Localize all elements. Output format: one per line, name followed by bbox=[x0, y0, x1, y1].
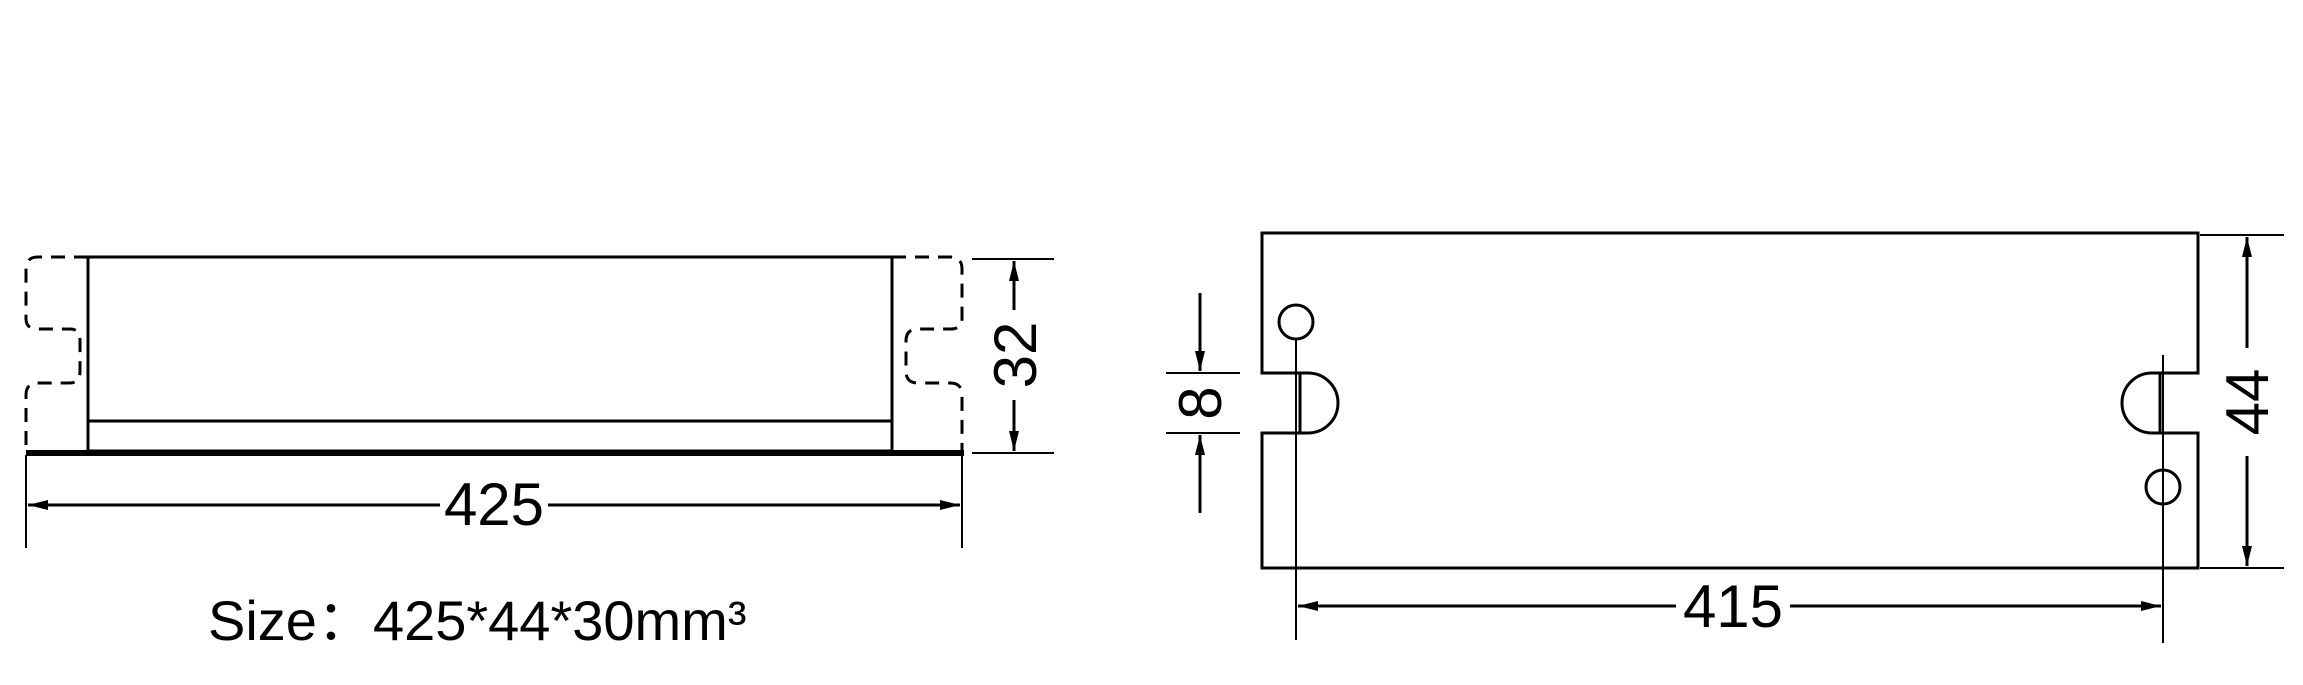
top-view-outline bbox=[1260, 231, 2200, 570]
right-keyhole-slot bbox=[2120, 371, 2160, 435]
left-keyhole-slot bbox=[1300, 371, 1340, 435]
length-dimension-label: 425 bbox=[444, 471, 544, 538]
top-view bbox=[1166, 231, 2284, 643]
hole-spacing-dimension-label: 415 bbox=[1683, 573, 1783, 640]
left-mounting-hole bbox=[1277, 303, 1315, 341]
size-caption: Size：425*44*30mm³ bbox=[208, 589, 746, 652]
width-dimension-label: 44 bbox=[2214, 369, 2281, 436]
side-view bbox=[24, 255, 1054, 548]
slot-dimension-label: 8 bbox=[1167, 386, 1234, 419]
right-mounting-tab-dashed bbox=[892, 255, 964, 451]
height-dimension-label: 32 bbox=[982, 322, 1049, 389]
left-mounting-tab-dashed bbox=[24, 255, 88, 451]
